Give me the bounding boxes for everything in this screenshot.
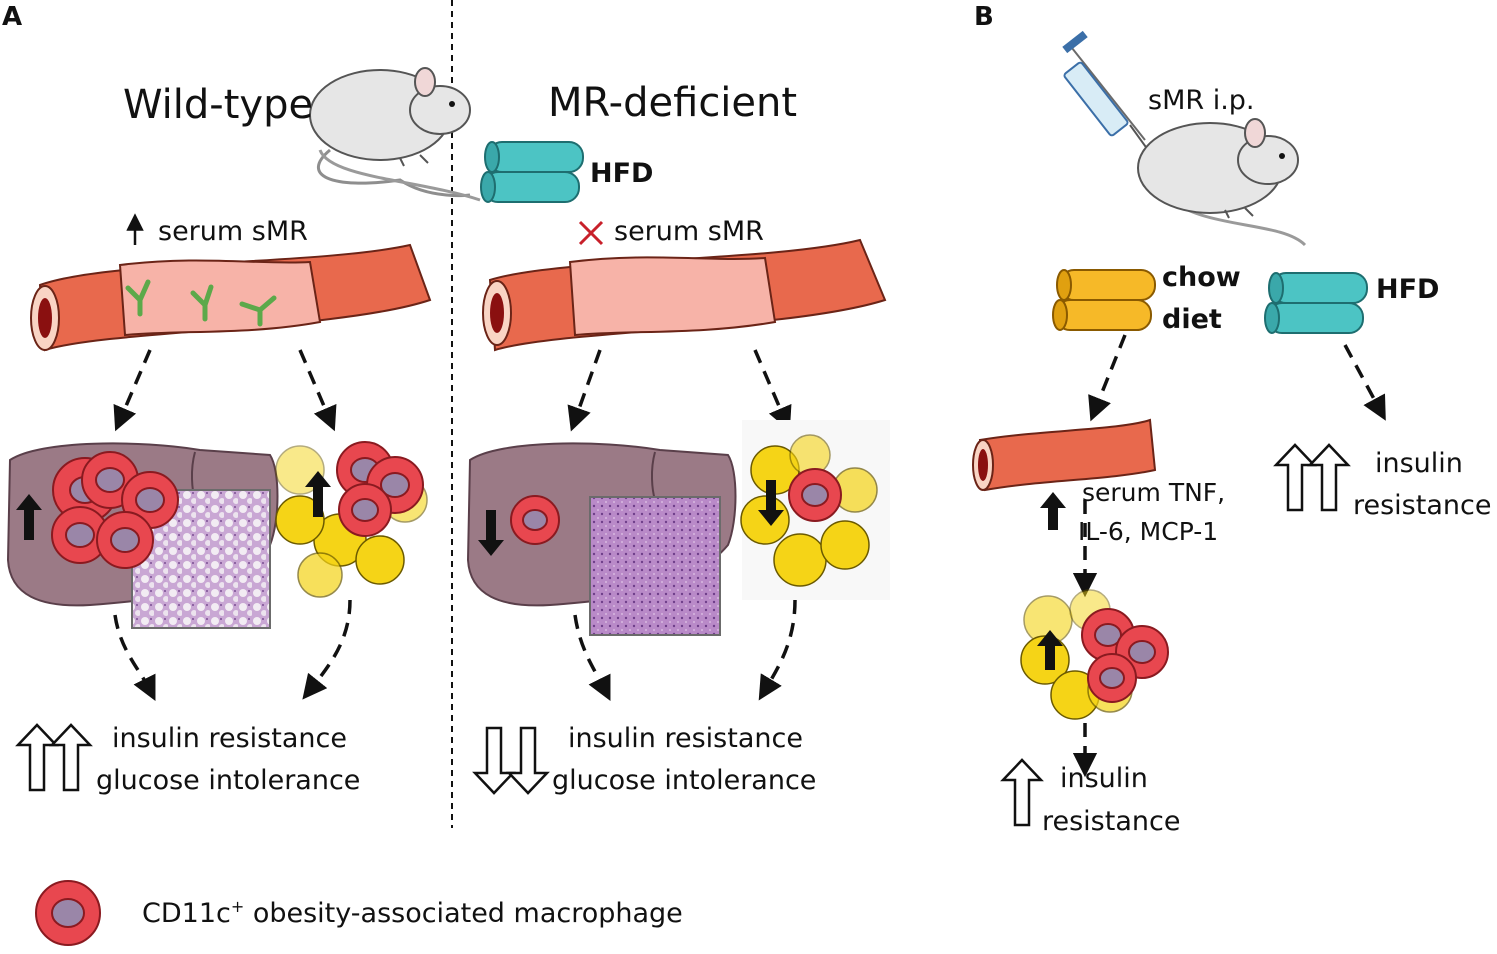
hfd-pellet-icon [480,141,584,203]
increase-arrow-icons [16,471,331,540]
macrophage-cluster-liver-wild-type [51,451,179,569]
syringe-icon [1062,30,1149,151]
up-hollow-arrow-icon-chow [1000,758,1044,827]
double-up-hollow-arrows-icon-hfd [1273,443,1351,512]
wild-type-result-line2: glucose intolerance [96,765,361,796]
chow-result-line2: resistance [1042,806,1181,837]
injection-label: sMR i.p. [1148,85,1255,116]
blood-vessel-mr-deficient [482,238,887,352]
hfd-pellet-icon-panel-b [1264,272,1368,334]
hfd-label-panel-b: HFD [1376,274,1440,305]
cytokines-line1: serum TNF, [1082,478,1226,507]
panel-label-a: A [2,2,23,32]
decrease-arrow-icons [478,480,784,556]
blood-vessel-panel-b [972,418,1157,492]
cross-icon [578,220,604,246]
adipose-tissue-wild-type [275,445,428,598]
blood-vessel-wild-type [30,243,432,352]
mr-deficient-result-line2: glucose intolerance [552,765,817,796]
double-down-hollow-arrows-icon [472,726,550,795]
legend-label-rest: obesity-associated macrophage [244,898,683,929]
legend-label-main: CD11c [142,898,231,929]
mouse-icon-panel-b [1137,118,1307,247]
up-arrow-icon-cytokines [1040,492,1066,530]
macrophage-adipose-mr-deficient [788,468,842,522]
mr-deficient-title: MR-deficient [548,80,798,126]
macrophage-cluster-panel-b [1081,608,1169,703]
liver-mr-deficient [466,442,737,636]
wild-type-title: Wild-type [123,82,314,128]
adipose-tissue-panel-b [1020,589,1133,720]
macrophage-liver-mr-deficient [510,495,560,545]
mr-deficient-result-line1: insulin resistance [568,723,803,754]
hfd-label: HFD [590,158,654,189]
wild-type-serum-label: serum sMR [158,216,308,247]
cytokines-line2: IL-6, MCP-1 [1078,517,1219,546]
mr-deficient-serum-label: serum sMR [614,216,764,247]
chow-label-line2: diet [1162,304,1222,335]
hfd-result-line2: resistance [1353,490,1492,521]
double-up-hollow-arrows-icon [15,723,93,792]
hfd-result-line1: insulin [1375,448,1463,479]
legend-macrophage-icon [35,880,101,946]
mouse-icon [309,67,481,202]
macrophage-cluster-adipose-wild-type [336,441,424,537]
legend-label-sup: + [230,897,245,916]
up-arrow-icon-adipose-b [1037,630,1063,670]
chow-label-line1: chow [1162,262,1241,293]
chow-result-line1: insulin [1060,763,1148,794]
legend-label: CD11c+ obesity-associated macrophage [142,897,683,929]
chow-pellet-icon [1052,269,1156,331]
flow-arrows-panel-a [113,349,797,701]
wild-type-result-line1: insulin resistance [112,723,347,754]
panel-label-b: B [974,2,994,32]
